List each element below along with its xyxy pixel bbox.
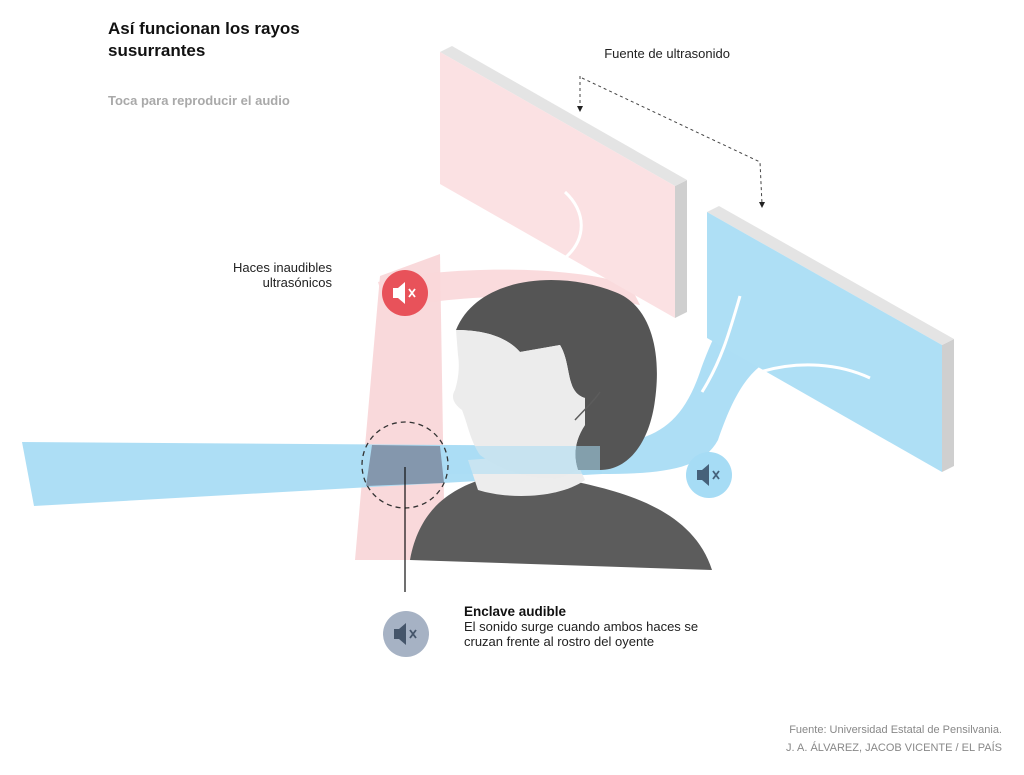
blue-ultrasound-panel xyxy=(700,206,954,472)
enclave-description: El sonido surge cuando ambos haces se cr… xyxy=(464,619,699,649)
red-ultrasound-panel xyxy=(440,46,687,318)
speaker-muted-icon[interactable] xyxy=(383,611,429,657)
speaker-muted-icon[interactable] xyxy=(382,270,428,316)
play-audio-link[interactable]: Toca para reproducir el audio xyxy=(108,93,290,108)
ultrasound-source-label: Fuente de ultrasonido xyxy=(604,46,730,61)
credits-source: Fuente: Universidad Estatal de Pensilvan… xyxy=(789,724,1002,736)
audible-enclave xyxy=(361,421,449,592)
beam-overlay xyxy=(440,446,600,474)
credits: Fuente: Universidad Estatal de Pensilvan… xyxy=(786,721,1002,757)
audible-enclave-caption: Enclave audible El sonido surge cuando a… xyxy=(464,604,704,649)
enclave-title: Enclave audible xyxy=(464,604,567,619)
credits-authors: J. A. ÁLVAREZ, JACOB VICENTE / EL PAÍS xyxy=(786,742,1002,754)
speaker-muted-icon[interactable] xyxy=(686,452,732,498)
source-pointer xyxy=(577,76,765,208)
page-title: Así funcionan los rayos susurrantes xyxy=(108,19,300,60)
inaudible-beams-label: Haces inaudibles ultrasónicos xyxy=(232,260,332,290)
